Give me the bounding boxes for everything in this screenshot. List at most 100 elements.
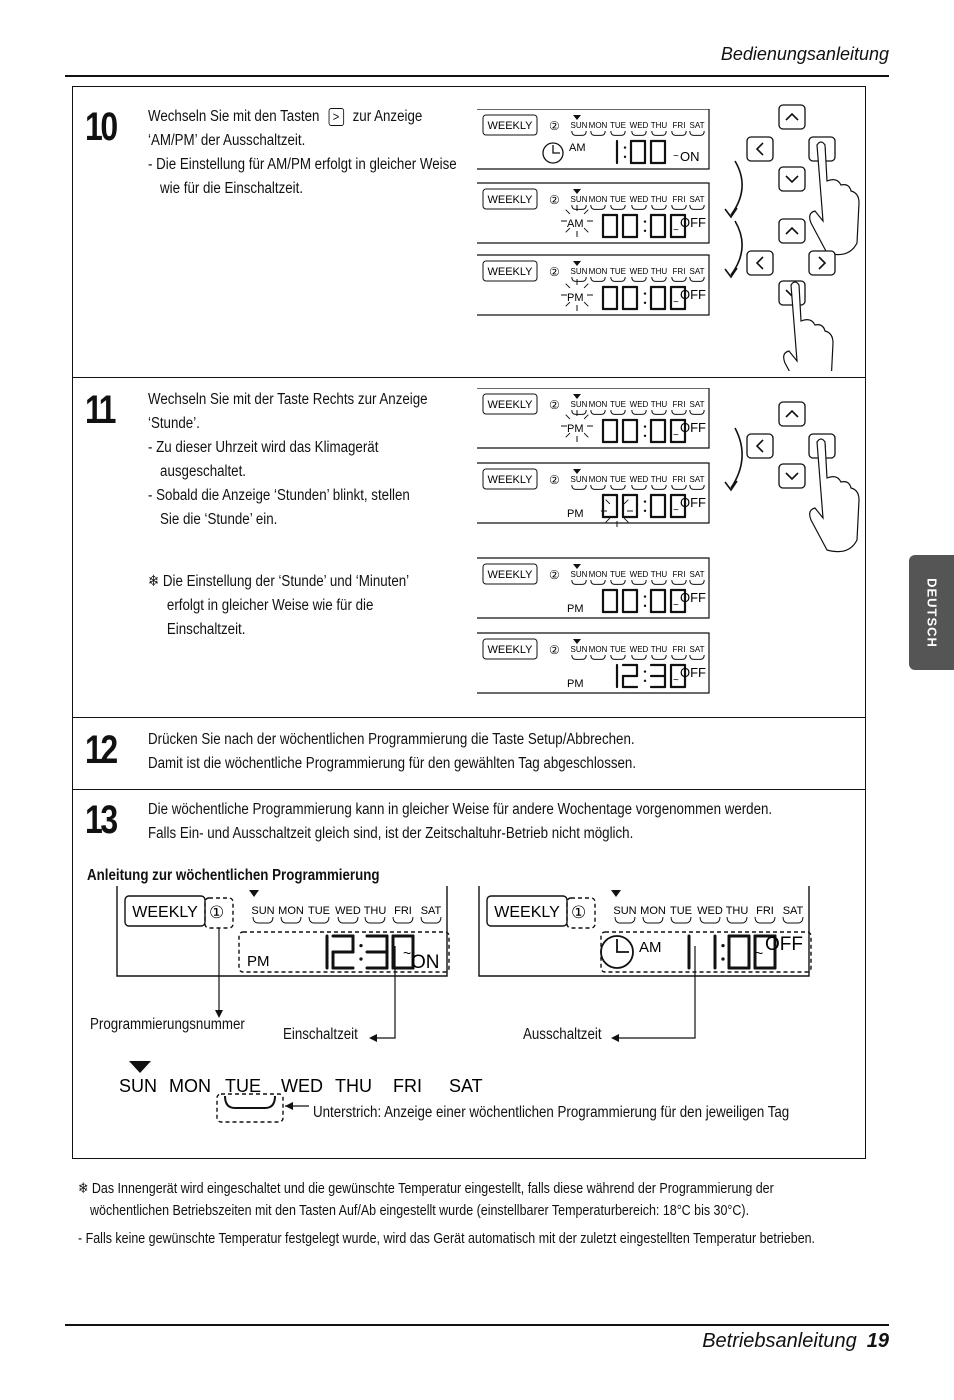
- arrow-key-left: [746, 250, 774, 276]
- footer-title: Betriebsanleitung: [702, 1330, 857, 1352]
- footer-rule: [65, 1324, 889, 1326]
- day-pointer-icon: [573, 564, 581, 569]
- day-wed: WED: [630, 645, 649, 654]
- day-pointer-icon: [573, 469, 581, 474]
- header-rule: [65, 75, 889, 77]
- day-wed: WED: [630, 267, 649, 276]
- program-number-highlight: [566, 897, 596, 929]
- day-tue: TUE: [670, 905, 692, 917]
- svg-text:WEEKLY: WEEKLY: [494, 904, 560, 921]
- svg-text:WEEKLY: WEEKLY: [487, 474, 533, 486]
- day-mon: MON: [589, 570, 608, 579]
- arrow-key-down: [778, 166, 806, 192]
- day-wed: WED: [630, 570, 649, 579]
- sequence-arrow-icon: [730, 160, 743, 216]
- day-thu: THU: [364, 905, 387, 917]
- remote-keypad-illustration: [724, 104, 860, 371]
- step-text: Wechseln Sie mit der Taste Rechts zur An…: [148, 391, 428, 528]
- day-sun: SUN: [571, 195, 588, 204]
- day-sun: SUN: [571, 570, 588, 579]
- svg-text:PM: PM: [247, 953, 270, 970]
- day-thu: THU: [651, 400, 668, 409]
- day-pointer-icon: [573, 115, 581, 120]
- svg-text:②: ②: [549, 473, 560, 487]
- svg-text:PM: PM: [567, 508, 584, 520]
- step-number: 11: [85, 388, 116, 432]
- day-thu: THU: [651, 570, 668, 579]
- svg-text:OFF: OFF: [680, 420, 706, 435]
- day-wed: WED: [697, 905, 723, 917]
- svg-text:OFF: OFF: [680, 215, 706, 230]
- arrow-key-down: [778, 463, 806, 489]
- legend-day-wed: WED: [281, 1076, 323, 1096]
- day-thu: THU: [651, 195, 668, 204]
- svg-text:WEEKLY: WEEKLY: [132, 904, 198, 921]
- pointing-hand-icon: [809, 438, 860, 553]
- svg-text:~: ~: [755, 945, 763, 961]
- day-sun: SUN: [251, 905, 274, 917]
- weekly-badge: [482, 393, 538, 415]
- remote-keypad-illustration: [724, 401, 860, 553]
- day-pointer-icon: [573, 394, 581, 399]
- svg-text:WEEKLY: WEEKLY: [487, 644, 533, 656]
- day-fri: FRI: [673, 195, 686, 204]
- day-fri: FRI: [673, 645, 686, 654]
- svg-text:①: ①: [571, 903, 586, 922]
- weekly-badge: [482, 638, 538, 660]
- arrow-key-up: [778, 218, 806, 244]
- step-note: ❄ Die Einstellung der ‘Stunde’ und ‘Minu…: [148, 573, 410, 638]
- svg-text:AM: AM: [639, 939, 662, 956]
- svg-text:ON: ON: [411, 952, 440, 973]
- day-mon: MON: [589, 475, 608, 484]
- day-sat: SAT: [690, 645, 705, 654]
- day-wed: WED: [630, 195, 649, 204]
- day-pointer-icon: [573, 639, 581, 644]
- pointing-hand-icon: [809, 141, 860, 256]
- svg-text:~: ~: [673, 675, 679, 686]
- day-sat: SAT: [690, 400, 705, 409]
- sequence-arrow-icon: [730, 220, 743, 276]
- day-thu: THU: [651, 475, 668, 484]
- guide-title: Anleitung zur wöchentlichen Programmieru…: [87, 867, 380, 884]
- clock-icon: [542, 142, 564, 164]
- day-sun: SUN: [571, 400, 588, 409]
- svg-text:~: ~: [403, 945, 411, 961]
- day-wed: WED: [630, 400, 649, 409]
- day-thu: THU: [726, 905, 749, 917]
- step-text: Die wöchentliche Programmierung kann in …: [148, 801, 773, 842]
- svg-text:OFF: OFF: [680, 665, 706, 680]
- weekly-badge: [482, 188, 538, 210]
- legend-day-tue: TUE: [225, 1076, 261, 1096]
- day-pointer-icon: [573, 261, 581, 266]
- day-pointer-icon: [129, 1061, 151, 1073]
- svg-text:WEEKLY: WEEKLY: [487, 194, 533, 206]
- footer: Betriebsanleitung 19: [702, 1330, 889, 1353]
- day-sat: SAT: [783, 905, 804, 917]
- weekly-badge: [482, 563, 538, 585]
- day-pointer-icon: [611, 890, 621, 897]
- page-number: 19: [866, 1330, 889, 1352]
- arrow-key-left: [746, 433, 774, 459]
- day-mon: MON: [640, 905, 666, 917]
- day-mon: MON: [589, 400, 608, 409]
- day-sat: SAT: [690, 195, 705, 204]
- day-sat: SAT: [690, 570, 705, 579]
- day-sat: SAT: [421, 905, 442, 917]
- callout-arrow-icon: [215, 1010, 223, 1018]
- clock-icon: [600, 935, 634, 969]
- svg-text:~: ~: [673, 600, 679, 611]
- day-sun: SUN: [571, 267, 588, 276]
- language-tab: DEUTSCH: [909, 555, 954, 670]
- svg-text:PM: PM: [567, 603, 584, 615]
- day-pointer-icon: [573, 189, 581, 194]
- weekly-badge: [482, 114, 538, 136]
- step-number: 10: [85, 105, 118, 149]
- svg-text:②: ②: [549, 398, 560, 412]
- sequence-arrow-icon: [730, 427, 743, 489]
